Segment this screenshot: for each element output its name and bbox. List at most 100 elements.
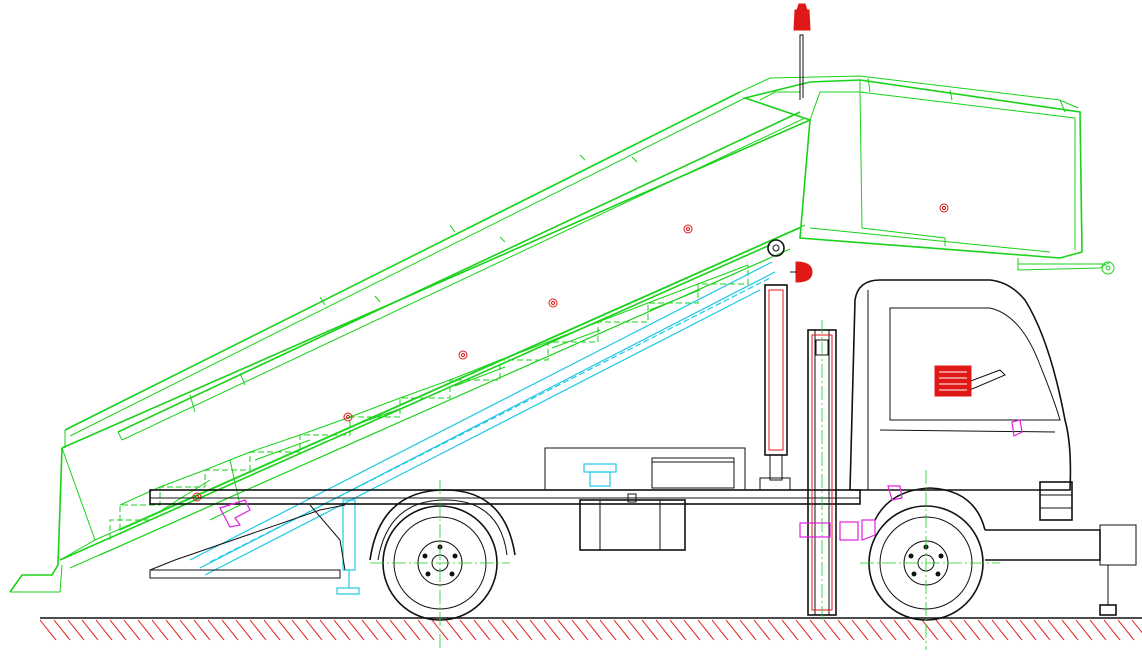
ground-hatch-stroke [823,619,841,641]
ground-hatch-stroke [389,619,407,641]
ground-hatch-stroke [501,619,519,641]
ground-hatch-stroke [347,619,365,641]
stair-foot [9,447,63,593]
ground-hatch-stroke [361,619,379,641]
ground-hatch-stroke [81,619,99,641]
ground-hatch-stroke [781,619,799,641]
ground-hatch-stroke [683,619,701,641]
fuel-tank [579,499,686,551]
ground-hatch-stroke [907,619,925,641]
front-wheel-arch [874,487,986,531]
ground-hatch-stroke [249,619,267,641]
ground-hatch-stroke [557,619,575,641]
ground [39,617,1142,641]
ground-hatch-stroke [641,619,659,641]
ground-hatch-stroke [949,619,967,641]
ground-hatch-stroke [417,619,435,641]
cylinder-pivot [767,239,785,257]
ground-hatch-stroke [123,619,141,641]
ground-hatch-stroke [1103,619,1121,641]
handrail-posts [64,154,638,448]
ground-hatch-stroke [585,619,603,641]
warning-light-icon [795,261,813,283]
ground-hatch-stroke [67,619,85,641]
ground-hatch-stroke [39,619,57,641]
ground-hatch-icon [39,619,1142,641]
ground-hatch-stroke [697,619,715,641]
stair-stringer-bottom [59,244,771,561]
ground-hatch-stroke [879,619,897,641]
ground-hatch-stroke [1131,619,1142,634]
fittings [219,419,1023,541]
ground-hatch-stroke [1089,619,1107,641]
ground-hatch-stroke [655,619,673,641]
ground-hatch-stroke [445,619,463,641]
ground-hatch-stroke [291,619,309,641]
ground-hatch-stroke [459,619,477,641]
ground-hatch-stroke [529,619,547,641]
ground-hatch-stroke [193,619,211,641]
ground-hatch-stroke [1005,619,1023,641]
ground-hatch-stroke [487,619,505,641]
ground-hatch-stroke [739,619,757,641]
ground-hatch-stroke [1061,619,1079,641]
reference-markers [192,203,949,502]
ground-hatch-stroke [277,619,295,641]
ground-hatch-stroke [809,619,827,641]
ground-hatch-stroke [151,619,169,641]
hydraulic-line-upper [189,261,773,561]
ground-hatch-stroke [263,619,281,641]
ground-hatch-stroke [753,619,771,641]
ground-hatch-stroke [333,619,351,641]
equipment-box [544,447,746,491]
ground-hatch-stroke [109,619,127,641]
ground-hatch-stroke [613,619,631,641]
outrigger-icon [1099,604,1117,616]
rear-wheel-arch [369,489,516,561]
ground-hatch-stroke [711,619,729,641]
ground-hatch-stroke [935,619,953,641]
ground-hatch-stroke [235,619,253,641]
ground-hatch-stroke [921,619,939,641]
ground-hatch-stroke [221,619,239,641]
ground-hatch-stroke [473,619,491,641]
ground-hatch-stroke [963,619,981,641]
ground-hatch-stroke [1047,619,1065,641]
front-outrigger-arm [985,529,1101,561]
ground-hatch-stroke [305,619,323,641]
beacon-pole [799,34,804,100]
ground-hatch-stroke [627,619,645,641]
ground-hatch-stroke [179,619,197,641]
ground-hatch-stroke [767,619,785,641]
ground-hatch-stroke [1117,619,1135,641]
ground-hatch-stroke [851,619,869,641]
ground-hatch-stroke [599,619,617,641]
ground-hatch-stroke [571,619,589,641]
hydraulic-system [189,261,776,595]
ground-hatch-stroke [1019,619,1037,641]
ground-hatch-stroke [53,619,71,641]
ground-hatch-stroke [977,619,995,641]
ground-hatch-stroke [1033,619,1051,641]
ground-hatch-stroke [207,619,225,641]
top-platform [742,79,1083,259]
front-bumper [1039,481,1073,521]
ground-hatch-stroke [515,619,533,641]
handrail-inner [117,111,801,433]
cab-label-plate [934,365,972,397]
truck-chassis [149,239,1137,650]
stair-steps [109,265,749,540]
ground-hatch-stroke [725,619,743,641]
cab-window [889,307,1061,421]
chassis-frame [149,489,861,505]
ground-hatch-stroke [893,619,911,641]
hydraulic-cylinder-icon [342,499,356,571]
ground-hatch-stroke [375,619,393,641]
ground-hatch-stroke [95,619,113,641]
ground-hatch-stroke [319,619,337,641]
stair-assembly [9,3,1115,593]
ground-hatch-stroke [669,619,687,641]
beacon-icon [793,9,811,31]
